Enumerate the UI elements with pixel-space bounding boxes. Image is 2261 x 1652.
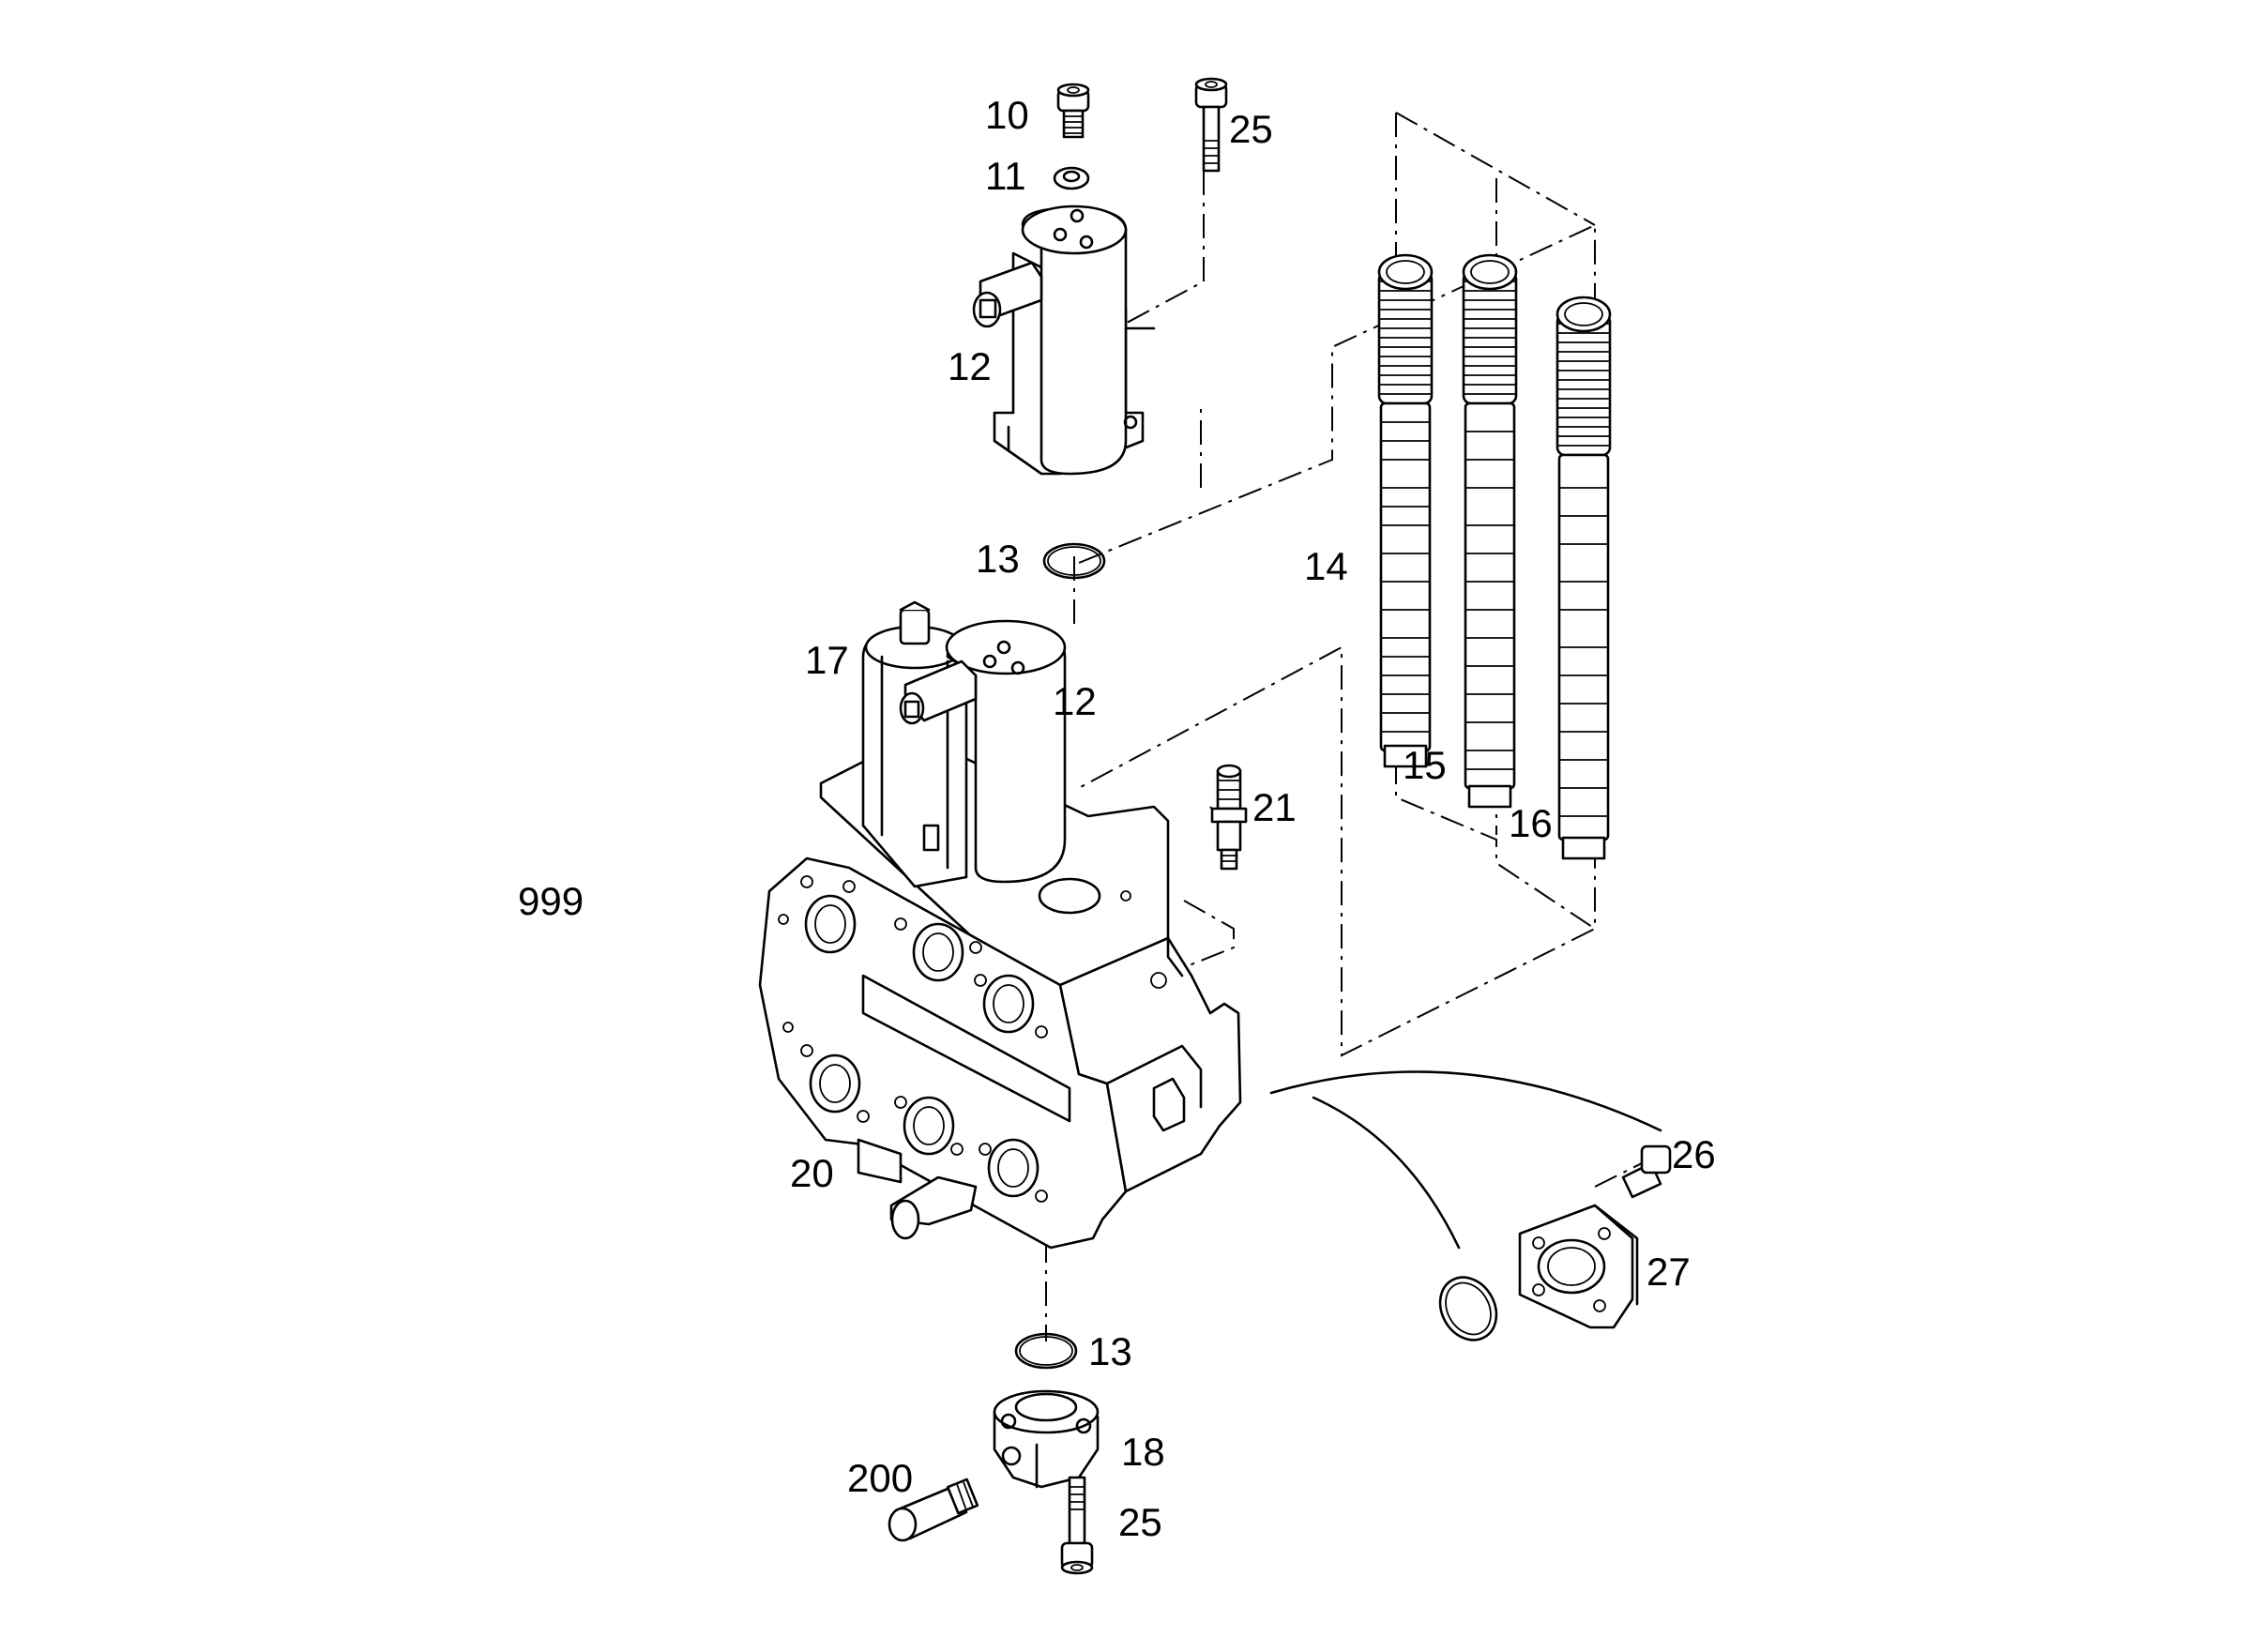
part-21-fitting — [1210, 764, 1248, 871]
callout-12-mid: 12 — [1053, 679, 1097, 723]
callout-10: 10 — [985, 93, 1029, 137]
part-14-spool — [1377, 253, 1434, 768]
callout-26: 26 — [1672, 1132, 1716, 1176]
callout-12-top: 12 — [948, 344, 992, 388]
callout-11: 11 — [985, 154, 1026, 198]
part-13-oring-top — [1042, 542, 1106, 580]
callout-200: 200 — [847, 1456, 913, 1500]
part-200-plug — [888, 1478, 979, 1542]
callout-20: 20 — [790, 1151, 834, 1195]
part-11-washer — [1053, 166, 1090, 190]
part-12-solenoid-mid — [899, 619, 1067, 884]
part-26-screw — [1621, 1144, 1672, 1199]
part-25-bolt-top — [1194, 77, 1228, 173]
callout-17: 17 — [805, 638, 849, 682]
callout-13-bottom: 13 — [1088, 1329, 1132, 1373]
part-13-oring-bottom — [1014, 1332, 1078, 1370]
part-16-spool — [1555, 296, 1612, 860]
callout-21: 21 — [1252, 785, 1297, 829]
callout-27: 27 — [1646, 1250, 1691, 1294]
callout-16: 16 — [1509, 801, 1553, 845]
part-18-flange — [993, 1389, 1100, 1489]
callout-13-top: 13 — [976, 537, 1020, 581]
callout-999: 999 — [518, 879, 584, 923]
callout-18: 18 — [1121, 1430, 1165, 1474]
callout-25-bottom: 25 — [1118, 1500, 1162, 1544]
callout-15: 15 — [1403, 743, 1447, 787]
callout-labels: 10 25 11 12 13 14 15 16 17 12 21 999 20 … — [518, 93, 1716, 1544]
part-27-oring — [1438, 1276, 1498, 1341]
part-25-bolt-bottom — [1060, 1476, 1094, 1575]
callout-14: 14 — [1304, 544, 1348, 588]
part-12-solenoid-top — [972, 205, 1156, 476]
part-10-screw — [1056, 83, 1090, 139]
part-15-spool — [1462, 253, 1518, 809]
port-grid — [778, 875, 1071, 1203]
detail-leader-curves — [1269, 1070, 1662, 1250]
part-27-cover-plate — [1518, 1204, 1639, 1329]
callout-25-top: 25 — [1229, 107, 1273, 151]
